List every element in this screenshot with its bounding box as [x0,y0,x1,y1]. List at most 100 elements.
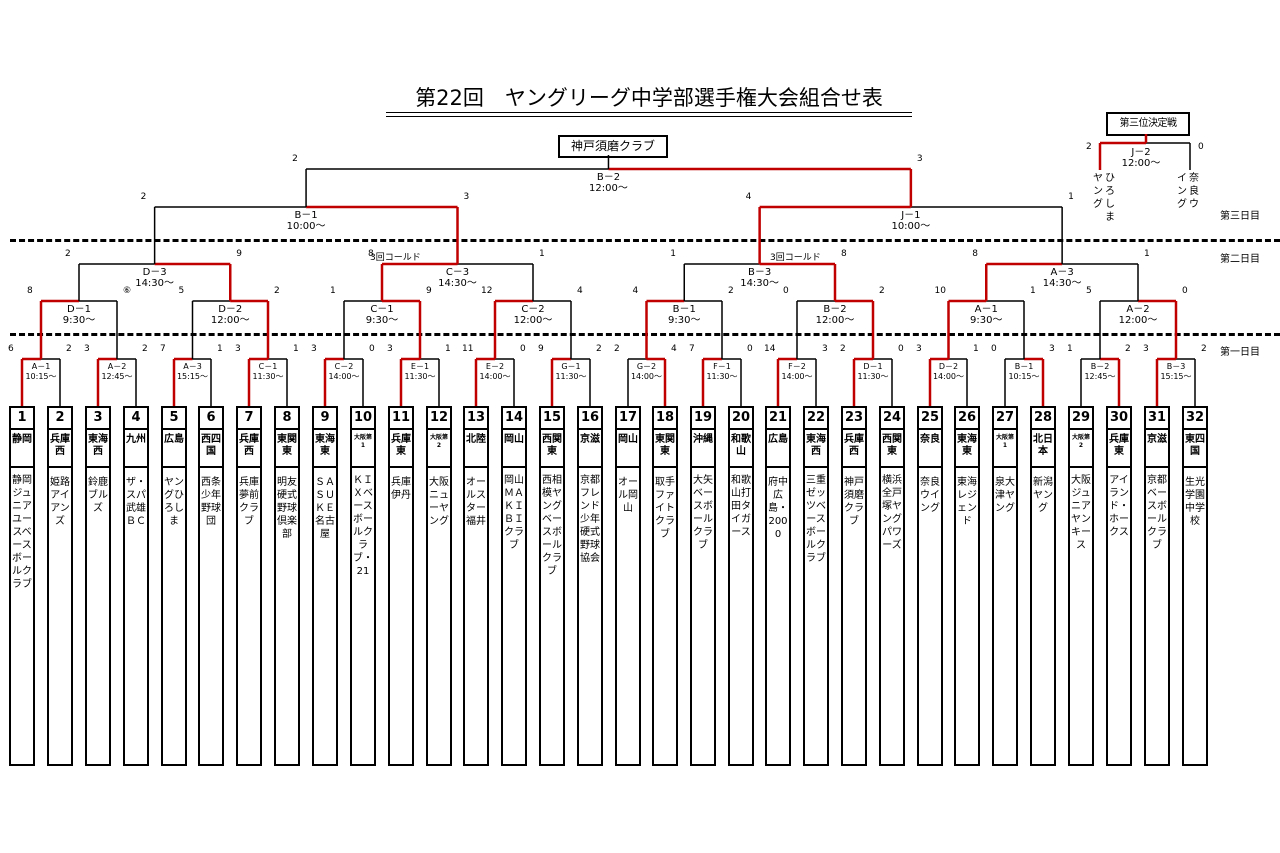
score-left: 4 [745,192,752,202]
page-title: 第22回 ヤングリーグ中学部選手権大会組合せ表 [415,86,883,110]
score-left: 1 [1067,344,1073,354]
score-left: 10 [934,286,946,296]
third-place-code: J－2 [1131,147,1151,158]
team-number: 30 [1108,408,1130,430]
score-right: 1 [217,344,223,354]
team-prefecture: 京滋 [579,430,601,468]
game-code: F－1 [713,362,731,371]
team-number: 18 [654,408,676,430]
game-time: 12:00～ [1118,315,1158,326]
score-right: 2 [274,286,280,296]
team-name: 奈良ウイング [920,477,940,514]
score-left: 3 [311,344,317,354]
score-left: 2 [292,154,298,164]
score-left: 6 [8,344,14,354]
team-name: 姫路アイアンズ [50,477,70,527]
game-time: 14:30～ [740,278,780,289]
score-left: 3 [916,344,922,354]
team-name: 新潟ヤング [1033,477,1053,514]
team-name: 鈴鹿ブルズ [88,477,108,514]
game-time: 14:00～ [630,372,663,381]
team-number: 14 [503,408,525,430]
team-prefecture: 東関東 [276,430,298,468]
game-time: 9:30～ [365,315,399,326]
score-right: 1 [445,344,451,354]
score-right: 2 [728,286,734,296]
team-name: 大矢ベースボールクラブ [693,475,713,551]
team-name: 神戸須磨クラブ [844,477,864,527]
game-time: 11:30～ [252,372,284,381]
team-prefecture: 兵庫西 [49,430,71,468]
score-left: 7 [689,344,695,354]
third-place-box: 第三位決定戦 [1106,112,1190,136]
day-label-1: 第一日目 [1220,347,1260,358]
game-time: 14:30～ [438,278,477,289]
team-prefecture: 兵庫西 [238,430,260,468]
game-time: 14:30～ [1042,278,1082,289]
score-left: 3 [1143,344,1149,354]
team-number: 11 [390,408,412,430]
team-number: 31 [1146,408,1168,430]
team-prefecture: 東海西 [805,430,827,468]
score-left: 3 [235,344,241,354]
team-number: 9 [314,408,336,430]
team-prefecture: 東関東 [654,430,676,468]
score-right: 0 [747,344,753,354]
team-name: 和歌山打田タイガース [731,475,751,538]
team-number: 23 [843,408,865,430]
team-number: 7 [238,408,260,430]
score-right: 0 [1182,286,1188,296]
game-time: 12:45～ [1084,372,1116,381]
called-game-note-2: 3回コールド [770,253,821,263]
team-number: 6 [200,408,222,430]
game-time: 10:15～ [1008,372,1040,381]
game-code: D－1 [66,304,92,315]
score-left: 3 [387,344,393,354]
score-left: 0 [783,286,789,296]
champion-box: 神戸須磨クラブ [558,135,668,158]
team-number: 4 [125,408,147,430]
team-name: 京都フレンド少年硬式野球協会 [580,475,600,564]
team-prefecture: 西関東 [881,430,903,468]
team-prefecture: 兵庫東 [1108,430,1130,468]
game-code: F－2 [788,362,806,371]
team-prefecture: 広島 [767,430,789,468]
score-left: 12 [481,286,493,296]
score-left: 5 [1086,286,1092,296]
team-prefecture: 北陸 [465,430,487,468]
score-left: 1 [330,286,336,296]
game-code: C－3 [445,267,470,278]
day-label-2: 第二日目 [1220,254,1260,265]
team-prefecture: 沖縄 [692,430,714,468]
game-time: 14:00～ [328,372,360,381]
team-number: 29 [1070,408,1092,430]
team-name: 横浜全戸塚ヤングパワーズ [882,475,902,551]
team-name: 生光学園中学校 [1185,477,1205,527]
score-right: 1 [539,249,545,259]
team-name: 取手ファイトクラブ [655,477,675,540]
team-number: 1 [11,408,33,430]
score-left: 8 [27,286,33,296]
team-prefecture: 東四国 [1184,430,1206,468]
team-name: 大阪ジュニアヤンキース [1071,475,1091,551]
team-prefecture: 兵庫西 [843,430,865,468]
team-number: 12 [428,408,450,430]
score-right: 1 [1030,286,1036,296]
